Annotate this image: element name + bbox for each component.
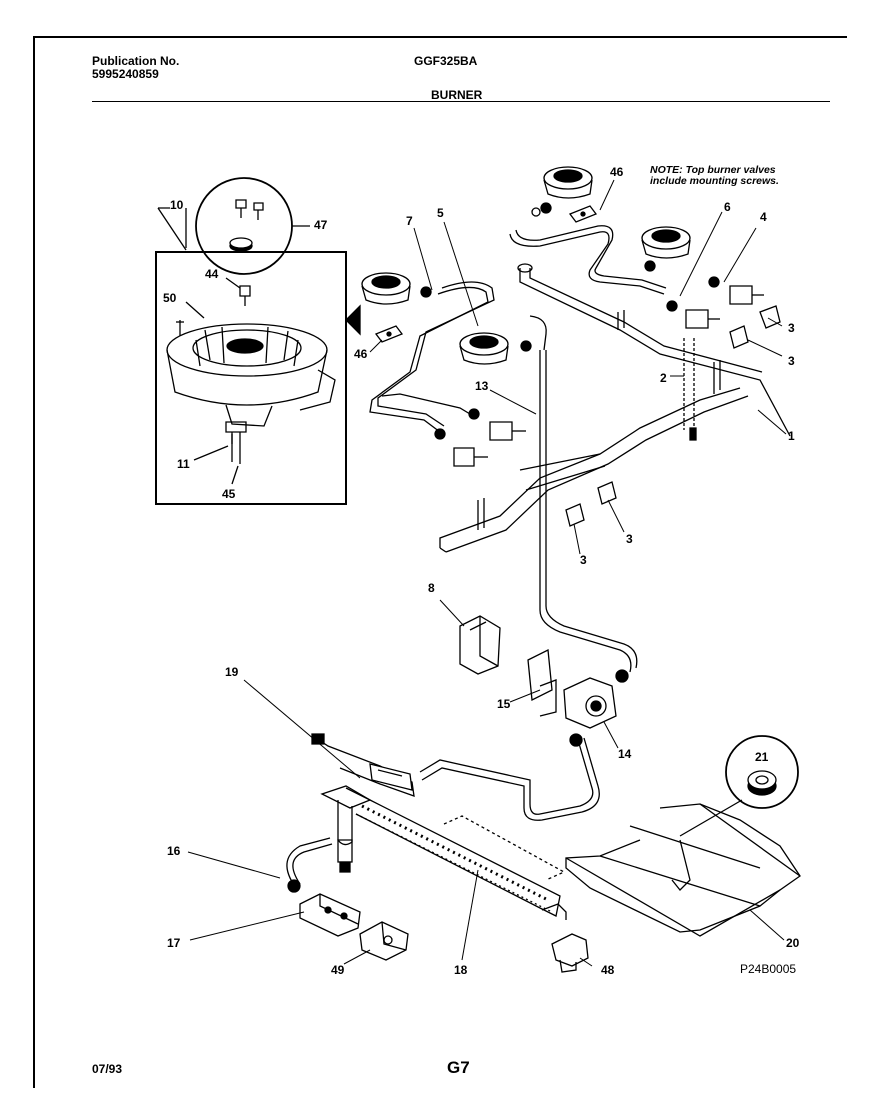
- note-line-1: NOTE: Top burner valves: [650, 164, 776, 176]
- callout-15: 15: [497, 697, 511, 711]
- part-20-baffle: [566, 804, 800, 936]
- bracket-46-lower: [376, 326, 402, 342]
- callout-17: 17: [167, 936, 181, 950]
- inset-detail-box: [156, 208, 346, 504]
- callout-4: 4: [760, 210, 767, 224]
- callout-1: 1: [788, 429, 795, 443]
- callout-46b: 46: [354, 347, 368, 361]
- valve-left-2: [469, 409, 526, 440]
- callout-13: 13: [475, 379, 489, 393]
- burner-head-large: [167, 286, 335, 464]
- page-number: G7: [447, 1058, 470, 1077]
- callout-49: 49: [331, 963, 345, 977]
- page-border: [33, 36, 847, 1088]
- callout-3a: 3: [788, 321, 795, 335]
- part-14-regulator: [420, 670, 628, 820]
- publication-label: Publication No.: [92, 54, 180, 68]
- part-21-detail: [680, 736, 798, 836]
- callout-46a: 46: [610, 165, 624, 179]
- valve-right-2: [709, 277, 764, 304]
- valve-left-1: [435, 429, 488, 466]
- callout-7: 7: [406, 214, 413, 228]
- figure-id: P24B0005: [740, 962, 797, 976]
- model-number: GGF325BA: [414, 54, 478, 68]
- screws-2: [684, 338, 694, 430]
- screw-detail-circle: [196, 178, 310, 274]
- valve-group: [435, 277, 780, 526]
- burner-top-rear-right: [642, 227, 690, 271]
- note-line-2: include mounting screws.: [650, 175, 779, 187]
- callout-48: 48: [601, 963, 615, 977]
- callout-20: 20: [786, 936, 800, 950]
- burner-top-front-left: [362, 273, 431, 304]
- callout-3b: 3: [788, 354, 795, 368]
- part-17-orifice-bracket: [300, 894, 360, 936]
- callout-8: 8: [428, 581, 435, 595]
- callout-21: 21: [755, 750, 769, 764]
- callout-16: 16: [167, 844, 181, 858]
- part-8-bracket: [460, 616, 500, 674]
- callout-10: 10: [170, 198, 184, 212]
- callout-2: 2: [660, 371, 667, 385]
- callout-3d: 3: [580, 553, 587, 567]
- callout-14: 14: [618, 747, 632, 761]
- part-15-bracket: [528, 650, 556, 716]
- burner-tubes: [370, 226, 666, 672]
- part-48-bracket: [552, 934, 588, 972]
- valve-clips-3: [566, 306, 780, 526]
- footer-date: 07/93: [92, 1062, 123, 1076]
- part-49-clip: [360, 922, 408, 960]
- bracket-46-upper: [570, 206, 596, 222]
- inset-leaders: [186, 278, 240, 484]
- valve-right-1: [667, 301, 720, 328]
- part-18-oven-burner: [322, 786, 566, 920]
- callout-47: 47: [314, 218, 328, 232]
- callout-19: 19: [225, 665, 239, 679]
- callout-50: 50: [163, 291, 177, 305]
- leader-lines: [188, 180, 786, 966]
- callout-3c: 3: [626, 532, 633, 546]
- publication-number: 5995240859: [92, 67, 159, 81]
- section-title: BURNER: [431, 88, 483, 102]
- part-19-igniter: [312, 734, 414, 796]
- callout-11: 11: [177, 457, 190, 471]
- callout-18: 18: [454, 963, 468, 977]
- burner-top-rear-left: [532, 167, 592, 216]
- callout-45: 45: [222, 487, 236, 501]
- callout-6: 6: [724, 200, 731, 214]
- manifold-pipe: [440, 264, 790, 552]
- pointer-triangle: [346, 306, 360, 334]
- callout-5: 5: [437, 206, 444, 220]
- header-rule: [92, 101, 830, 102]
- callout-44: 44: [205, 267, 219, 281]
- part-16-tube: [287, 838, 332, 892]
- burner-top-front-right: [460, 333, 531, 364]
